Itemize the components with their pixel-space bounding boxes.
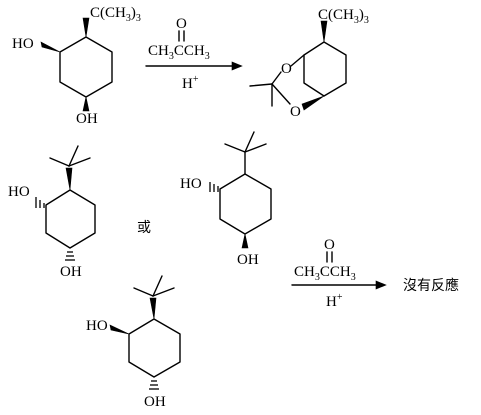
tbu-methyl-c3 <box>152 275 163 297</box>
product-wedge-o-bottom <box>301 95 325 111</box>
bond-cme2-o-bottom <box>271 83 291 105</box>
hash-oh-bottom-a <box>65 251 75 261</box>
ring-a <box>45 189 96 249</box>
wedge-oh-bottom-b <box>241 233 249 249</box>
reagent-2: O CH3CCH3 H+ <box>291 237 387 310</box>
wedge-tbu-1 <box>82 17 90 38</box>
bond-c-o-top <box>290 54 305 67</box>
reagent-1: O CH3CCH3 H+ <box>145 16 243 92</box>
ring-c <box>128 318 181 378</box>
product-ring <box>303 41 347 97</box>
tbu-methyl-a1 <box>49 157 70 167</box>
oh-bottom-label-a: OH <box>60 264 82 280</box>
isomer-b: HO OH <box>180 131 272 268</box>
carbonyl-o-label-2: O <box>324 237 335 253</box>
oh-bottom-label-c: OH <box>144 394 166 410</box>
wedge-tbu-a <box>65 167 73 191</box>
hash-oh-top-b <box>209 182 219 192</box>
wedge-oh-top-1 <box>40 41 61 53</box>
tbu-methyl-a3 <box>68 145 79 167</box>
product-o-bottom-label: O <box>290 104 301 120</box>
acetone-formula-2: CH3CCH3 <box>294 264 356 283</box>
oh-top-label-a: HO <box>8 184 30 200</box>
bond-o-cme2-top <box>271 71 282 85</box>
product-tbu-label: C(CH3)3 <box>318 7 369 26</box>
isomer-a: HO OH <box>8 145 96 280</box>
conjunction-or: 或 <box>137 220 151 236</box>
oh-bottom-label-1: OH <box>76 111 98 127</box>
tbu-methyl-a2 <box>68 157 91 167</box>
isomer-c: HO OH <box>86 275 181 410</box>
tbu-methyl-c1 <box>133 287 154 297</box>
oh-bottom-label-b: OH <box>237 252 259 268</box>
product-o-top-label: O <box>281 61 292 77</box>
carbonyl-o-label-1: O <box>176 16 187 32</box>
wedge-oh-top-c <box>109 324 130 335</box>
tbu-methyl-b1 <box>224 143 246 153</box>
arrowhead-1 <box>231 61 243 71</box>
oh-top-label-b: HO <box>180 176 202 192</box>
tbu-methyl-b3 <box>244 131 255 153</box>
oh-top-label-c: HO <box>86 318 108 334</box>
acetone-formula-1: CH3CCH3 <box>148 43 210 62</box>
product-wedge-tbu <box>320 20 328 43</box>
tbu-methyl-b2 <box>244 143 267 153</box>
wedge-oh-bottom-1 <box>82 96 90 112</box>
hash-oh-top-a <box>35 197 45 208</box>
catalyst-label-1: H+ <box>182 74 199 92</box>
tbu-methyl-c2 <box>152 287 175 297</box>
tbu-label-1: C(CH3)3 <box>90 5 141 24</box>
reactant-1-diol: C(CH3)3 HO OH <box>12 5 141 127</box>
catalyst-label-2: H+ <box>326 292 343 310</box>
product-1-acetal: O O C(CH3)3 <box>249 7 369 120</box>
wedge-tbu-c <box>149 297 157 320</box>
oh-top-label-1: HO <box>12 36 34 52</box>
no-reaction-label: 沒有反應 <box>403 277 459 294</box>
hash-oh-bottom-c <box>149 380 159 390</box>
ring-1 <box>59 36 113 98</box>
arrowhead-2 <box>375 280 387 290</box>
ring-b <box>219 173 272 235</box>
methyl-1 <box>249 83 273 87</box>
